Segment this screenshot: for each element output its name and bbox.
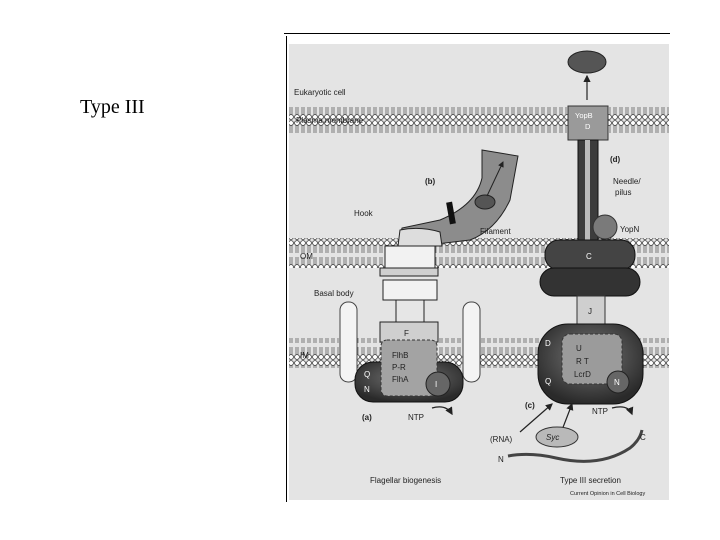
label-n-left: N [364, 385, 370, 394]
label-panel-c: (c) [525, 401, 535, 410]
label-im: IM [300, 351, 309, 360]
left-rule [286, 36, 287, 502]
label-flagellar-biogenesis: Flagellar biogenesis [370, 476, 441, 485]
ms-ring-left [339, 301, 358, 383]
label-u: U [576, 344, 582, 353]
label-ntp-right: NTP [592, 407, 608, 416]
export-apparatus-left [380, 339, 438, 397]
ntp-arrow-right [611, 406, 634, 416]
rod [395, 299, 425, 323]
i-atpase-left [425, 371, 451, 397]
filament-export-arrow [486, 161, 504, 197]
label-lcrd: LcrD [574, 370, 591, 379]
label-syc: Syc [546, 433, 559, 442]
label-panel-b: (b) [425, 177, 436, 186]
l-ring [384, 245, 436, 269]
n-atpase-right [606, 370, 630, 394]
label-f: F [404, 329, 409, 338]
rna-arrow [519, 403, 553, 433]
label-q-right: Q [545, 377, 551, 386]
label-source: Current Opinion in Cell Biology [570, 491, 645, 497]
effector-protein [567, 50, 607, 74]
l-ring-base [379, 267, 439, 277]
label-panel-d: (d) [610, 155, 621, 164]
label-basal-body: Basal body [314, 289, 354, 298]
label-rna: (RNA) [490, 435, 513, 444]
label-q-left: Q [364, 370, 370, 379]
label-c: C [586, 252, 592, 261]
label-yopn: YopN [620, 225, 640, 234]
p-ring [382, 279, 438, 301]
label-pilus: pilus [615, 188, 631, 197]
label-i-left: I [435, 380, 437, 389]
syc-chaperone [535, 426, 579, 448]
label-d-ring: D [545, 339, 551, 348]
label-flhb: FlhB [392, 351, 408, 360]
label-j: J [588, 307, 592, 316]
label-panel-a: (a) [362, 413, 372, 422]
filament-subunit [474, 194, 496, 210]
yopn-protein [592, 214, 618, 240]
ntp-arrow-left [431, 406, 453, 416]
slide-title: Type III [80, 96, 145, 118]
secretin-ring-bottom [539, 267, 641, 297]
syc-arrow [561, 402, 574, 431]
label-n-terminus: N [498, 455, 504, 464]
label-d-pore: D [585, 122, 591, 131]
top-rule [284, 33, 670, 34]
label-eukaryotic-cell: Eukaryotic cell [294, 88, 346, 97]
export-apparatus-right [561, 333, 623, 385]
label-ntp-left: NTP [408, 413, 424, 422]
label-yopb: YopB [575, 111, 593, 120]
label-flha: FlhA [392, 375, 409, 384]
f-ring [379, 321, 439, 343]
label-c-terminus: C [640, 433, 646, 442]
hook-base [397, 227, 443, 247]
label-plasma-membrane: Plasma membrane [296, 116, 364, 125]
yopb-d-pore [567, 105, 609, 141]
hook-junction [446, 201, 456, 225]
label-type3-secretion: Type III secretion [560, 476, 621, 485]
label-hook: Hook [354, 209, 374, 218]
substrate-chain [507, 429, 644, 463]
needle-lumen [585, 140, 590, 240]
label-r-t: R T [576, 357, 589, 366]
label-p-r: P-R [392, 363, 406, 372]
label-needle: Needle/ [613, 177, 641, 186]
label-om: OM [300, 252, 313, 261]
label-filament: Filament [480, 227, 511, 236]
j-protein [576, 295, 606, 327]
ms-ring-right [462, 301, 481, 383]
label-n-right: N [614, 378, 620, 387]
